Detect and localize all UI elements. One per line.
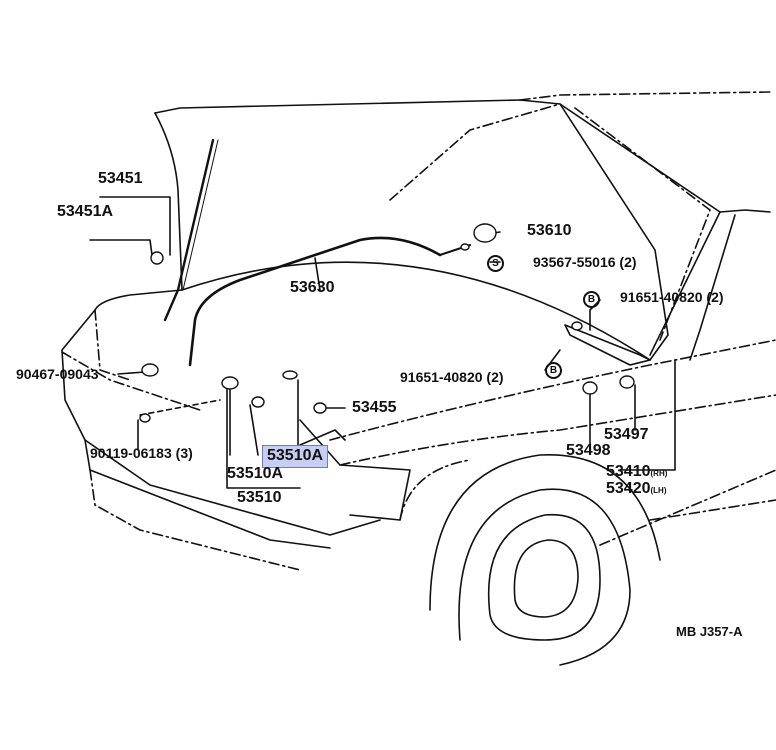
b-marker-top: B <box>583 291 600 308</box>
callout-53497[interactable]: 53497 <box>604 426 649 443</box>
callout-91651-40820-left[interactable]: 91651-40820 (2) <box>400 370 504 384</box>
figure-code: MB J357-A <box>676 624 743 639</box>
callout-90467-09043[interactable]: 90467-09043 <box>16 366 99 382</box>
side-indicator: (RH) <box>650 469 668 478</box>
quantity: (3) <box>175 445 193 461</box>
part-number: 91651-40820 <box>620 289 703 305</box>
part-number: 93567-55016 <box>533 254 616 270</box>
side-indicator: (LH) <box>650 486 667 495</box>
quantity: (2) <box>619 254 637 270</box>
callout-53510[interactable]: 53510 <box>237 489 282 506</box>
callout-53498[interactable]: 53498 <box>566 442 611 459</box>
callout-53451[interactable]: 53451 <box>98 170 143 187</box>
callout-91651-40820-top[interactable]: 91651-40820 (2) <box>620 290 724 304</box>
part-number: 90119-06183 <box>90 445 172 461</box>
quantity: (2) <box>486 369 504 385</box>
callout-53420[interactable]: 53420(LH) <box>606 481 667 497</box>
b-marker-left: B <box>545 362 562 379</box>
callout-90119-06183[interactable]: 90119-06183 (3) <box>90 446 193 460</box>
part-number: 91651-40820 <box>400 369 483 385</box>
callout-53610[interactable]: 53610 <box>527 222 572 239</box>
quantity: (2) <box>706 289 724 305</box>
s-marker: S <box>487 255 504 272</box>
part-number: 53410 <box>606 463 651 480</box>
callout-53510a[interactable]: 53510A <box>227 465 284 482</box>
callout-53510a-highlighted[interactable]: 53510A <box>262 445 329 468</box>
part-number: 53420 <box>606 480 651 497</box>
callout-93567-55016[interactable]: 93567-55016 (2) <box>533 255 637 269</box>
callout-53455[interactable]: 53455 <box>352 399 397 416</box>
callout-53630[interactable]: 53630 <box>290 279 335 296</box>
callout-53451a[interactable]: 53451A <box>57 203 114 220</box>
callout-53410[interactable]: 53410(RH) <box>606 464 667 480</box>
